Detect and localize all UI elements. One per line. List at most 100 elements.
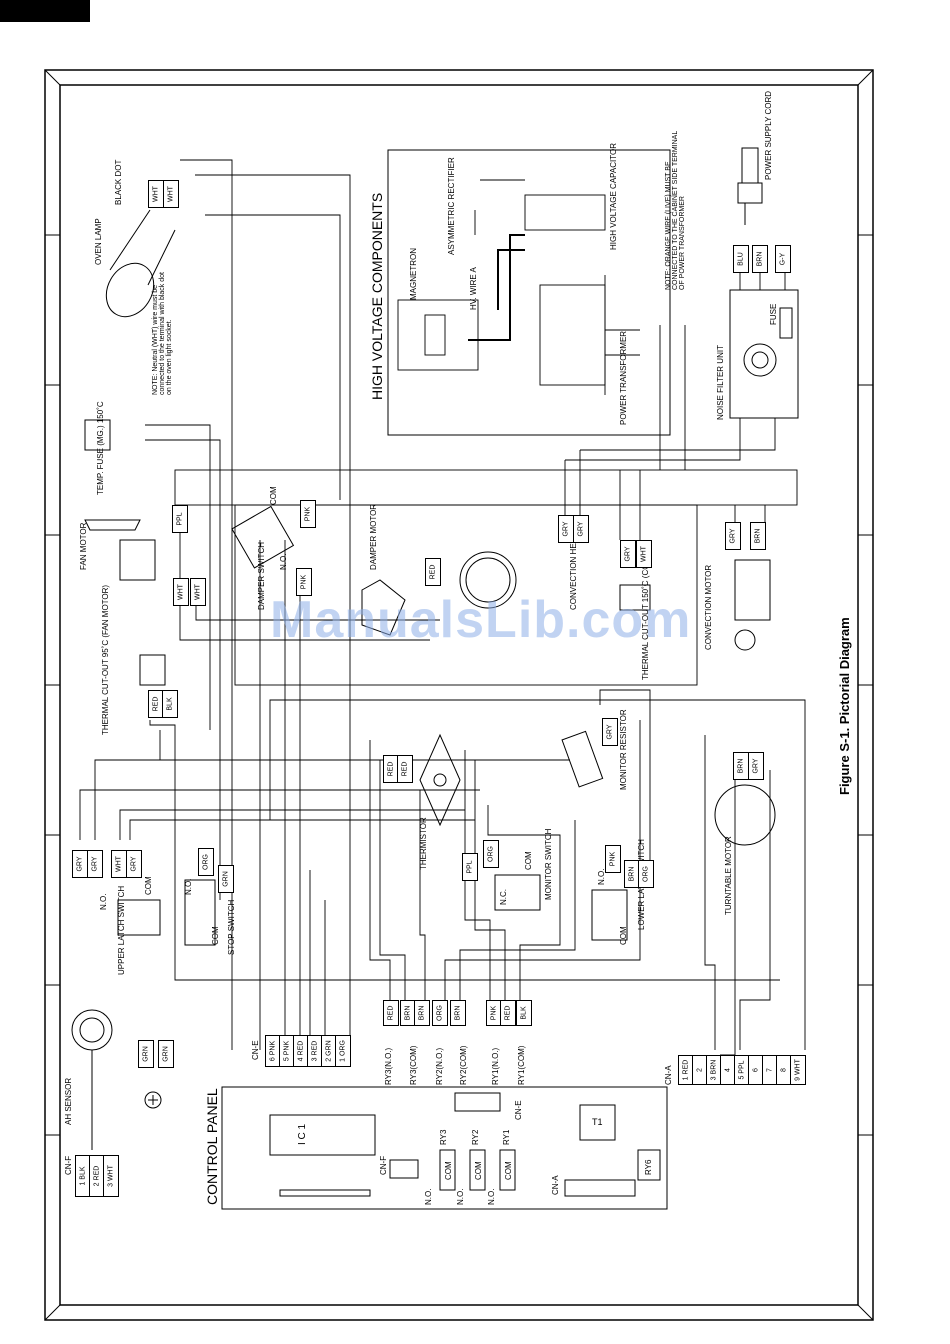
relay-wire-7: RED (500, 1000, 516, 1026)
ah-sensor-label: AH SENSOR (64, 1077, 73, 1125)
relay-wire-3: BRN (414, 1000, 430, 1026)
power-cord-label: POWER SUPPLY CORD (764, 90, 773, 180)
wire-tag-wht-2: WHT (163, 180, 179, 208)
relay-wire-1: RED (383, 1000, 399, 1026)
cp-cn-a-label: CN-A (551, 1175, 560, 1195)
wire-tag-org-1: ORG (198, 848, 214, 876)
wire-tag-gry-3: GRY (620, 540, 636, 568)
wire-tag-blk: BLK (162, 690, 178, 718)
relay-term-ry1-no: RY1(N.O.) (491, 1047, 500, 1085)
lower-latch-no: N.O. (597, 868, 606, 885)
orange-wire-note: NOTE: ORANGE WIRE (LIVE) MUST BE CONNECT… (665, 131, 686, 290)
relay-wire-4: ORG (432, 1000, 448, 1026)
wire-tag-org-2: ORG (483, 840, 499, 868)
wire-tag-gry-5: GRY (602, 718, 618, 746)
asym-rectifier-label: ASYMMETRIC RECTIFIER (447, 157, 456, 255)
ry1-label: RY1 (502, 1129, 511, 1145)
monitor-switch-nc: N.C. (499, 889, 508, 905)
wire-tag-wht-5: WHT (190, 578, 206, 606)
fan-motor-label: FAN MOTOR (79, 522, 88, 570)
damper-switch-no: N.O. (279, 553, 288, 570)
stop-switch-com: COM (211, 926, 220, 945)
damper-motor-label: DAMPER MOTOR (369, 503, 378, 570)
thermistor-label: THERMISTOR (419, 817, 428, 870)
wire-tag-gry-2: GRY (573, 515, 589, 543)
magnetron-label: MAGNETRON (409, 248, 418, 300)
ry2-com: COM (474, 1161, 483, 1180)
corner-block (0, 0, 90, 22)
cn-a-pin-9: 9 WHT (790, 1055, 806, 1085)
wire-tag-wht-3: WHT (636, 540, 652, 568)
wire-tag-gry-9: GRY (126, 850, 142, 878)
wire-tag-pnk-3: PNK (605, 845, 621, 873)
cn-f-pin-3: 3 WHT (103, 1155, 119, 1197)
upper-latch-label: UPPER LATCH SWITCH (117, 885, 126, 975)
relay-term-ry3-com: RY3(COM) (409, 1045, 418, 1085)
wire-tag-red-1: RED (425, 558, 441, 586)
wire-tag-blu: BLU (733, 245, 749, 273)
wire-tag-ppl: PPL (172, 505, 188, 533)
figure-title: Figure S-1. Pictorial Diagram (837, 617, 852, 795)
cn-e-label: CN-E (251, 1040, 260, 1060)
wire-tag-red-4: RED (397, 755, 413, 783)
wire-tag-gry-8: GRY (87, 850, 103, 878)
wire-tag-wht-6: WHT (111, 850, 127, 878)
relay-term-ry3-no: RY3(N.O.) (384, 1047, 393, 1085)
temp-fuse-label: TEMP. FUSE (MG.) 150˚C (96, 401, 105, 495)
watermark: ManualsLib.com (270, 591, 692, 649)
wire-tag-pnk-2: PNK (296, 568, 312, 596)
stop-switch-label: STOP SWITCH (227, 899, 236, 955)
upper-latch-no: N.O. (99, 893, 108, 910)
ry1-com: COM (504, 1161, 513, 1180)
power-transformer-label: POWER TRANSFORMER (619, 330, 628, 425)
monitor-switch-com: COM (524, 851, 533, 870)
stop-switch-no: N.O. (184, 878, 193, 895)
ry3-label: RY3 (439, 1129, 448, 1145)
cn-a-label: CN-A (664, 1065, 673, 1085)
damper-switch-com: COM (269, 486, 278, 505)
convection-motor-label: CONVECTION MOTOR (704, 564, 713, 650)
ry2-label: RY2 (471, 1129, 480, 1145)
wire-tag-wht-4: WHT (173, 578, 189, 606)
thermal-cutout-fan-label: THERMAL CUT-OUT 95˚C (FAN MOTOR) (101, 584, 110, 735)
wire-tag-grn-3: GRN (158, 1040, 174, 1068)
hv-wire-label: HV. WIRE A (469, 267, 478, 310)
thermal-cutout-conv-label: THERMAL CUT-OUT 150˚C (CONV.) (641, 548, 650, 680)
wire-tag-wht-1: WHT (148, 180, 164, 208)
hv-section-title: HIGH VOLTAGE COMPONENTS (369, 192, 385, 400)
lamp-note: NOTE: Neutral (WHT) wire must be connect… (152, 272, 173, 395)
wire-tag-gry-4: GRY (725, 522, 741, 550)
monitor-switch-label: MONITOR SWITCH (544, 828, 553, 900)
monitor-resistor-label: MONITOR RESISTOR (619, 709, 628, 790)
relay-term-ry2-com: RY2(COM) (459, 1045, 468, 1085)
noise-filter-label: NOISE FILTER UNIT (716, 345, 725, 420)
wire-tag-brn-2: BRN (752, 245, 768, 273)
wire-tag-grn-1: GRN (218, 865, 234, 893)
relay-wire-8: BLK (516, 1000, 532, 1026)
ic1-label: I C 1 (297, 1123, 308, 1145)
wire-tag-brn-1: BRN (750, 522, 766, 550)
ry3-com: COM (444, 1161, 453, 1180)
hv-capacitor-label: HIGH VOLTAGE CAPACITOR (609, 143, 618, 250)
wire-tag-gry-6: GRY (748, 752, 764, 780)
relay-wire-5: BRN (450, 1000, 466, 1026)
wire-tag-org-3: ORG (638, 860, 654, 888)
ry2-no: N.O. (456, 1188, 465, 1205)
ry1-no: N.O. (487, 1188, 496, 1205)
upper-latch-com: COM (144, 876, 153, 895)
oven-lamp-label: OVEN LAMP (94, 218, 103, 265)
wire-tag-grn-2: GRN (138, 1040, 154, 1068)
wire-tag-brn-3: BRN (733, 752, 749, 780)
ry3-no: N.O. (424, 1188, 433, 1205)
t1-label: T1 (592, 1117, 603, 1127)
control-panel-title: CONTROL PANEL (204, 1088, 220, 1205)
wire-tag-gry-1: GRY (558, 515, 574, 543)
cn-f-label: CN-F (64, 1155, 73, 1175)
turntable-motor-label: TURNTABLE MOTOR (724, 836, 733, 915)
relay-term-ry1-com: RY1(COM) (517, 1045, 526, 1085)
cp-cn-f-label: CN-F (379, 1155, 388, 1175)
fuse-label: FUSE (769, 303, 778, 325)
wire-tag-g-y: G-Y (775, 245, 791, 273)
cp-cn-e-label: CN-E (514, 1100, 523, 1120)
